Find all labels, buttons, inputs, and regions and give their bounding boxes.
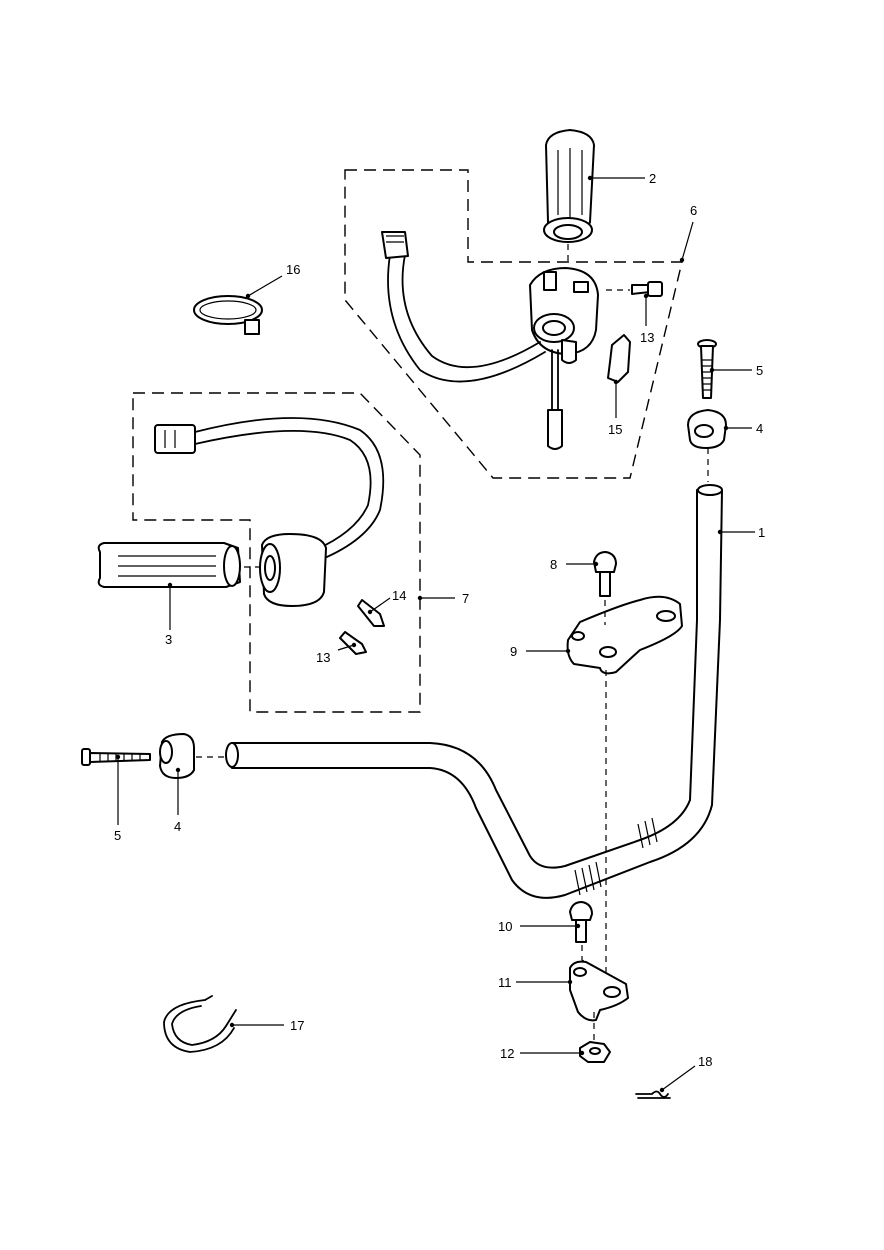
callout-11: 11 bbox=[498, 975, 512, 990]
right-switch-housing bbox=[381, 231, 599, 450]
lower-clamp-11 bbox=[569, 960, 629, 1044]
callout-4-left: 4 bbox=[174, 819, 181, 834]
callout-13-upper: 13 bbox=[640, 330, 654, 345]
callout-15: 15 bbox=[608, 422, 622, 437]
group-outline-7 bbox=[132, 392, 421, 713]
callout-10: 10 bbox=[498, 919, 512, 934]
left-switch-housing bbox=[154, 417, 385, 607]
nut-12 bbox=[579, 1041, 611, 1063]
bar-end-weight-left bbox=[159, 733, 228, 779]
callout-17: 17 bbox=[290, 1018, 304, 1033]
bar-end-bolt-right bbox=[697, 339, 717, 399]
callout-5-right: 5 bbox=[756, 363, 763, 378]
left-grip bbox=[97, 542, 241, 588]
handlebar bbox=[225, 484, 723, 899]
callout-4-right: 4 bbox=[756, 421, 763, 436]
bar-end-weight-right bbox=[687, 409, 727, 482]
clip-17 bbox=[163, 995, 237, 1053]
leader-lines bbox=[115, 175, 755, 1093]
bar-end-bolt-left bbox=[81, 748, 151, 766]
callout-5-left: 5 bbox=[114, 828, 121, 843]
callout-9: 9 bbox=[510, 644, 517, 659]
callout-7: 7 bbox=[462, 591, 469, 606]
callout-18: 18 bbox=[698, 1054, 712, 1069]
callout-3: 3 bbox=[165, 632, 172, 647]
callout-12: 12 bbox=[500, 1046, 514, 1061]
cable-clip-16 bbox=[193, 295, 263, 335]
right-grip bbox=[543, 129, 595, 262]
callout-1: 1 bbox=[758, 525, 765, 540]
callout-13-lower: 13 bbox=[316, 650, 330, 665]
bolt-8 bbox=[593, 551, 617, 597]
upper-clamp-9 bbox=[566, 595, 683, 980]
callout-2: 2 bbox=[649, 171, 656, 186]
callout-8: 8 bbox=[550, 557, 557, 572]
cable-tie-18 bbox=[635, 1090, 671, 1099]
screw-13-lower bbox=[339, 631, 367, 655]
bracket-15 bbox=[607, 334, 631, 383]
screw-13-upper bbox=[606, 281, 663, 297]
callout-16: 16 bbox=[286, 262, 300, 277]
callout-6: 6 bbox=[690, 203, 697, 218]
group-outline-6 bbox=[344, 169, 683, 479]
callout-14: 14 bbox=[392, 588, 406, 603]
